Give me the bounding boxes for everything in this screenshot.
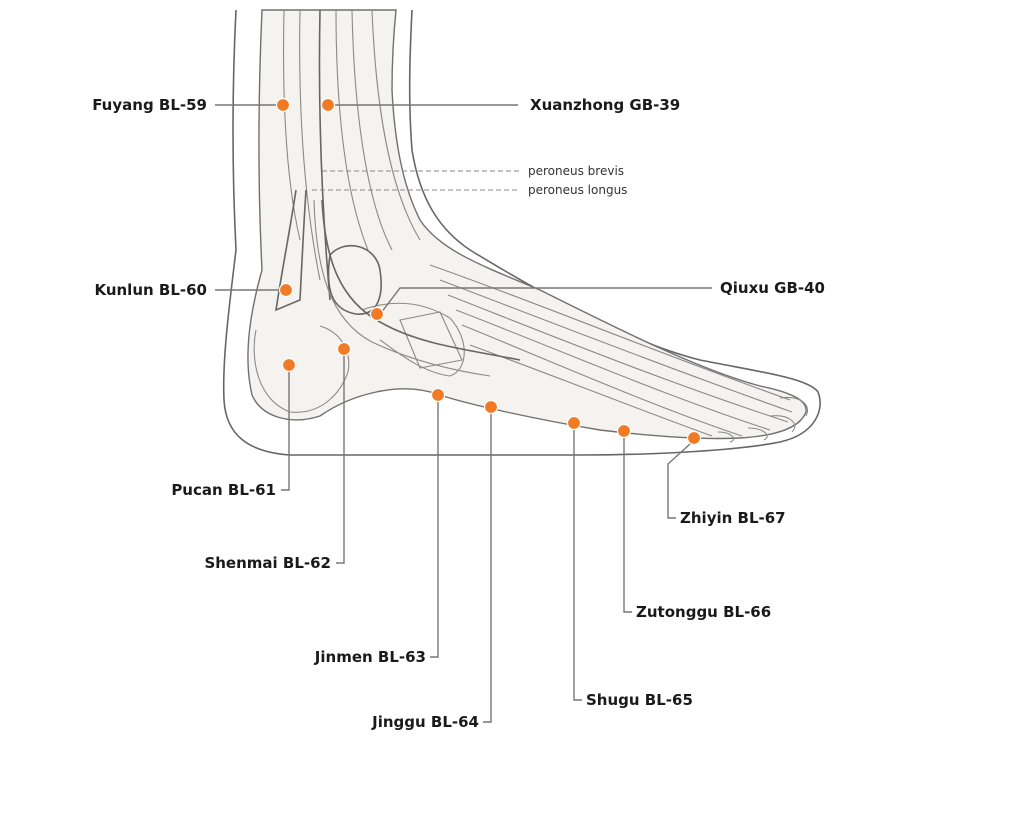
leader-lines [215,104,712,723]
foot-skin-outline [222,9,821,456]
shugu-point [566,415,582,431]
tendon-line [299,9,321,281]
peroneus-tendon [321,199,521,361]
tendon-line [282,9,301,241]
fuyang-point [275,97,291,113]
qiuxu-point [369,306,385,322]
shugu-label: Shugu BL-65 [586,691,693,709]
foot-illustration [222,9,821,456]
muscle-annotations: peroneus brevis peroneus longus [312,164,627,197]
zutonggu-leader [623,436,632,613]
pucan-point [281,357,297,373]
jinmen-label: Jinmen BL-63 [314,648,426,666]
metatarsal-line [461,324,743,437]
toe-tip [747,427,768,441]
lateral-malleolus [327,244,382,315]
achilles-tendon [274,189,307,312]
xuanzhong-point [320,97,336,113]
fibula-line [318,9,331,301]
qiuxu-leader [380,287,712,314]
shenmai-label: Shenmai BL-62 [204,554,331,572]
zutonggu-point [616,423,632,439]
zhiyin-leader [667,443,691,519]
zhiyin-label: Zhiyin BL-67 [680,509,786,527]
tendon-line [371,9,421,241]
acupoint-dots [275,97,702,446]
tendon-line [335,9,369,251]
fuyang-label: Fuyang BL-59 [92,96,207,114]
tendon-line [351,9,393,251]
shugu-leader [573,428,582,701]
metatarsal-line [447,294,789,423]
zhiyin-point [686,430,702,446]
pucan-label: Pucan BL-61 [171,481,276,499]
jinmen-leader [430,400,439,658]
jinggu-leader [483,412,492,723]
toe-tip [769,415,796,433]
talus-bone [361,302,465,377]
qiuxu-label: Qiuxu GB-40 [720,279,825,297]
metatarsal-line [429,264,791,401]
toe-tip [779,396,808,417]
xuanzhong-label: Xuanzhong GB-39 [530,96,680,114]
jinmen-point [430,387,446,403]
metatarsal-line [455,309,771,431]
kunlun-point [278,282,294,298]
shenmai-leader [336,354,345,564]
shenmai-point [336,341,352,357]
pucan-leader [281,371,290,491]
peroneus-longus-label: peroneus longus [528,183,627,197]
point-labels: Fuyang BL-59 Xuanzhong GB-39 Kunlun BL-6… [92,96,825,731]
peroneus-brevis-label: peroneus brevis [528,164,624,178]
foot-bone-shape [247,9,807,440]
metatarsal-line [439,279,793,413]
toe-tip [717,431,735,443]
cuboid-bone [399,311,463,369]
peroneus-tendon [313,199,491,377]
jinggu-label: Jinggu BL-64 [371,713,479,731]
jinggu-point [483,399,499,415]
kunlun-label: Kunlun BL-60 [94,281,207,299]
zutonggu-label: Zutonggu BL-66 [636,603,771,621]
